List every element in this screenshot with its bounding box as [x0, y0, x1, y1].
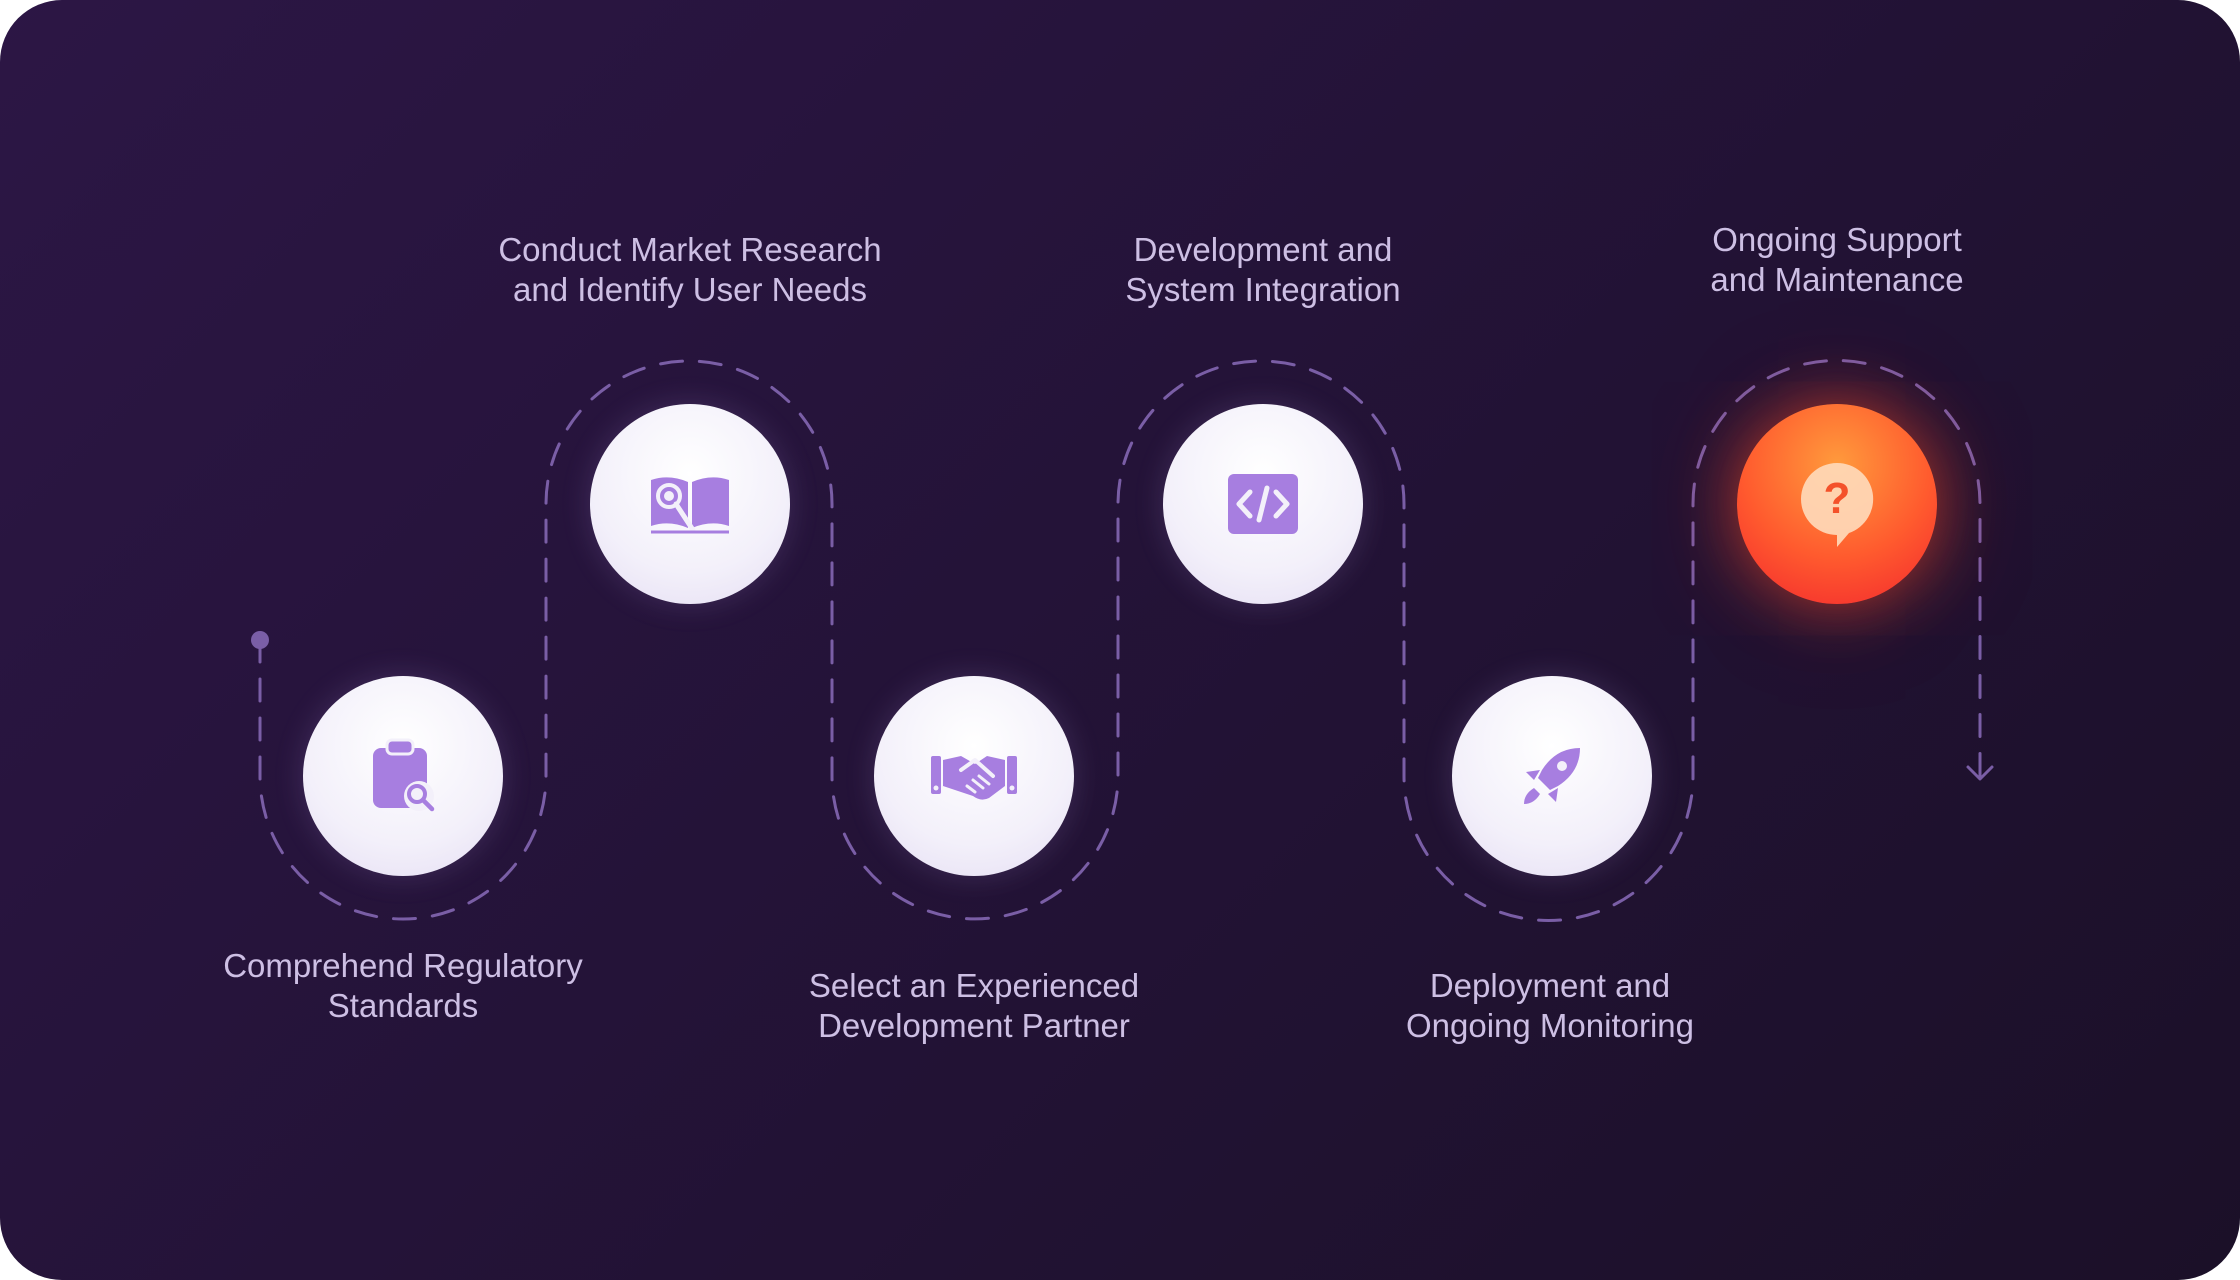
- step-5-label-line-2: Ongoing Monitoring: [1405, 1007, 1694, 1044]
- step-4-node: [1163, 404, 1363, 604]
- svg-text:?: ?: [1824, 474, 1851, 523]
- step-1-label-line-1: Comprehend Regulatory: [223, 947, 583, 984]
- step-5-label: Deployment and Ongoing Monitoring: [1330, 966, 1770, 1046]
- step-4-label-line-2: System Integration: [1125, 271, 1401, 308]
- rocket-icon: [1524, 748, 1580, 804]
- question-chat-icon: ?: [1801, 462, 1874, 547]
- step-1-node: [303, 676, 503, 876]
- clipboard-search-icon: [373, 738, 435, 812]
- step-4-label: Development and System Integration: [1043, 230, 1483, 310]
- step-6-node: ?: [1737, 404, 1937, 604]
- step-1-label-line-2: Standards: [327, 987, 479, 1024]
- step-3-label: Select an Experienced Development Partne…: [754, 966, 1194, 1046]
- step-2-label: Conduct Market Research and Identify Use…: [470, 230, 910, 310]
- step-6-label: Ongoing Support and Maintenance: [1617, 220, 2057, 300]
- path-end-arrow-icon: [1966, 765, 1994, 781]
- step-5-node: [1452, 676, 1652, 876]
- step-1-label: Comprehend Regulatory Standards: [183, 946, 623, 1026]
- step-6-label-line-2: and Maintenance: [1710, 261, 1964, 298]
- handshake-icon: [931, 756, 1017, 800]
- code-icon: [1228, 474, 1298, 534]
- step-3-label-line-1: Select an Experienced: [808, 967, 1140, 1004]
- step-5-label-line-1: Deployment and: [1429, 967, 1671, 1004]
- step-3-label-line-2: Development Partner: [818, 1007, 1130, 1044]
- step-3-node: [874, 676, 1074, 876]
- path-start-dot: [251, 631, 269, 649]
- step-2-label-line-1: Conduct Market Research: [498, 231, 882, 268]
- step-4-label-line-1: Development and: [1133, 231, 1393, 268]
- book-magnifier-icon: [651, 477, 729, 534]
- step-2-label-line-2: and Identify User Needs: [512, 271, 868, 308]
- step-6-label-line-1: Ongoing Support: [1712, 221, 1962, 258]
- step-2-node: [590, 404, 790, 604]
